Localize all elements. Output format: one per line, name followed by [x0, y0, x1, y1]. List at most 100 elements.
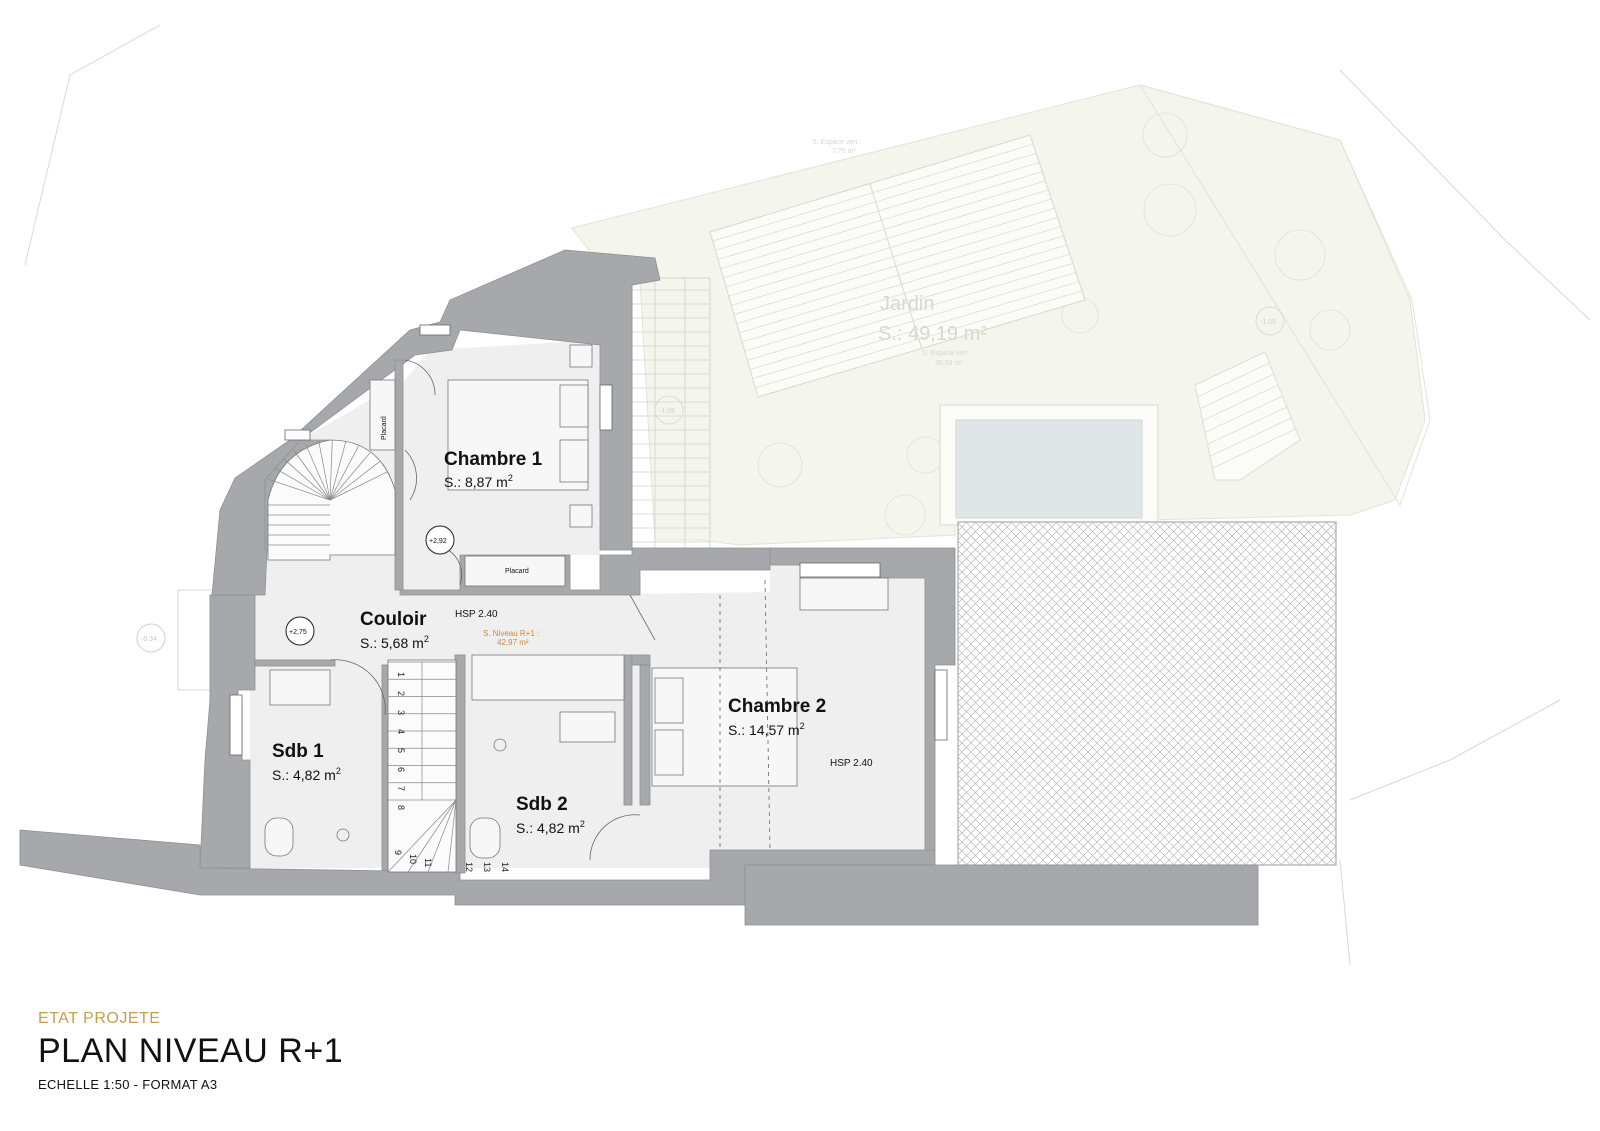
hatch-line	[957, 521, 977, 541]
hatch-line	[1209, 417, 1292, 457]
hatch-line	[1100, 629, 1337, 866]
level-marker-292: +2,92	[425, 525, 455, 555]
hatch-line	[974, 521, 1319, 866]
hatch-line	[1334, 863, 1337, 866]
hatch-line	[1199, 373, 1274, 410]
niveau-value: 42,97 m²	[497, 638, 529, 647]
svg-text:-1,09: -1,09	[1260, 319, 1276, 326]
hatch-line	[957, 594, 1229, 866]
hatch-line	[1172, 701, 1337, 866]
fixtures	[264, 344, 889, 859]
hatch-line	[1136, 665, 1337, 866]
placard-horizontal-label: Placard	[505, 568, 529, 575]
hatch-line	[957, 521, 968, 532]
niveau-label: S. Niveau R+1 :	[483, 629, 539, 638]
hatch-line	[957, 521, 1247, 811]
hatch-line	[957, 521, 1211, 775]
stair-step-number: 10	[408, 854, 418, 864]
hatch-line	[957, 666, 1157, 866]
hatch-line	[957, 630, 1193, 866]
espace-vert-2-label: S. Espace vert :	[922, 350, 971, 357]
hatch-line	[957, 765, 1058, 866]
hatch-line	[1208, 737, 1337, 866]
hatch-line	[983, 521, 1328, 866]
hatch-line	[733, 217, 1058, 315]
hatch-line	[1019, 548, 1337, 866]
room-chambre-2: Chambre 2 S.: 14,57 m2	[728, 696, 826, 738]
hatch-line	[728, 198, 1052, 297]
hatch-line	[752, 281, 1080, 380]
hatch-line	[1217, 746, 1337, 866]
hatch-line	[957, 819, 1004, 866]
hatch-line	[1001, 530, 1337, 866]
hatch-line	[1235, 764, 1337, 866]
room-area: S.: 4,82 m2	[516, 819, 585, 836]
hatch-line	[957, 837, 986, 866]
hatch-line	[957, 792, 1031, 866]
hatch-line	[957, 648, 1175, 866]
hatch-line	[957, 738, 1085, 866]
hatch-line	[293, 450, 331, 501]
stair-step-number: 5	[396, 748, 406, 753]
room-name: Sdb 2	[516, 794, 568, 815]
hatch-line	[957, 521, 1220, 784]
hatch-line	[957, 521, 1040, 604]
hatch-line	[283, 458, 331, 501]
hatch-line	[957, 521, 1049, 613]
hatch-line	[1046, 575, 1337, 866]
hatch-line	[957, 711, 1112, 866]
hatch-line	[957, 702, 1121, 866]
hatch-line	[1316, 845, 1337, 866]
hatch-line	[957, 639, 1184, 866]
hatch-line	[1202, 384, 1279, 421]
hatch-line	[992, 521, 1337, 866]
hatch-line	[318, 440, 331, 501]
hatch-line	[957, 521, 1094, 658]
plan-status: ETAT PROJETE	[38, 1010, 161, 1027]
hatch-line	[274, 467, 331, 501]
level-marker-m034: -0,34	[136, 623, 166, 653]
garden-area: Jardin S.: 49,19 m² S. Espace vert : 7,7…	[571, 84, 1431, 551]
stair-step-number: 14	[500, 862, 510, 872]
hatch-line	[957, 521, 1256, 820]
hatch-line	[957, 521, 1301, 865]
plan-scale: ECHELLE 1:50 - FORMAT A3	[38, 1077, 218, 1092]
hatch-line	[957, 521, 986, 550]
hatch-line	[744, 253, 1070, 352]
hatch-line	[957, 521, 1202, 766]
hatch-line	[957, 855, 968, 866]
room-sdb-2: Sdb 2 S.: 4,82 m2	[516, 794, 585, 836]
hatch-line	[305, 444, 331, 501]
hatch-line	[957, 521, 1274, 838]
hatch-line	[957, 810, 1013, 866]
tree-symbols	[757, 112, 1351, 536]
hatch-line	[1109, 638, 1337, 866]
hatch-line	[1082, 611, 1337, 866]
room-name: Chambre 1	[444, 449, 543, 470]
plan-title: PLAN NIVEAU R+1	[38, 1032, 344, 1070]
hatch-line	[957, 603, 1220, 866]
windows	[229, 324, 948, 756]
hatch-line	[1244, 773, 1337, 866]
hatch-line	[1064, 593, 1337, 866]
hatch-line	[957, 846, 977, 866]
stair-step-number: 2	[396, 691, 406, 696]
hatch-line	[957, 521, 1238, 802]
hatch-line	[1028, 557, 1337, 866]
hatch-line	[1271, 800, 1337, 866]
hatch-line	[957, 612, 1211, 866]
hatch-line	[957, 521, 1004, 568]
hatch-line	[957, 522, 1301, 866]
hatch-line	[957, 521, 1193, 757]
hatch-line	[957, 521, 1121, 685]
hatch-line	[1212, 428, 1296, 469]
room-name: Sdb 1	[272, 741, 324, 762]
hatch-line	[712, 143, 1034, 242]
hatch-line	[957, 521, 1229, 793]
hatch-line	[329, 461, 381, 501]
hatch-line	[957, 549, 1274, 866]
level-marker-m109-a: -1,09	[654, 395, 684, 425]
hatch-line	[957, 783, 1040, 866]
hatch-line	[957, 521, 1112, 676]
